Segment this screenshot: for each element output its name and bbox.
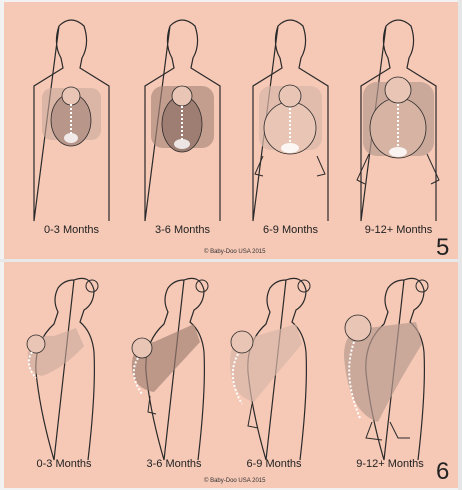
baby-legs	[255, 156, 325, 176]
baby-head	[132, 338, 152, 358]
mother-back-figure-9-12	[351, 16, 446, 221]
stage-label: 6-9 Months	[243, 224, 338, 236]
baby-pelvis	[64, 133, 78, 143]
baby-head	[172, 86, 192, 106]
baby-head	[385, 77, 411, 103]
stage-label: 3-6 Months	[124, 458, 224, 470]
mother-back-figure-6-9	[243, 16, 338, 221]
stage-label: 6-9 Months	[224, 458, 324, 470]
stage-label: 9-12+ Months	[351, 224, 446, 236]
copyright: © Baby-Doo USA 2015	[204, 249, 265, 255]
mother-side-figure-9-12	[338, 272, 442, 460]
mother-side-figure-0-3	[14, 272, 114, 460]
hair-bun	[86, 280, 98, 292]
hair-bun	[196, 280, 208, 292]
mother-back-figure-3-6	[135, 16, 230, 221]
baby-head	[345, 315, 371, 341]
baby-head	[279, 85, 301, 107]
step-number: 5	[436, 234, 449, 262]
copyright: © Baby-Doo USA 2015	[204, 478, 265, 484]
stage-label: 3-6 Months	[135, 224, 230, 236]
step-number: 6	[436, 458, 449, 486]
stage-label: 9-12+ Months	[338, 458, 442, 470]
baby-head	[231, 331, 253, 353]
scrollbar-track[interactable]	[458, 0, 462, 490]
baby-pelvis	[281, 143, 299, 153]
baby-pelvis	[389, 147, 407, 157]
baby-pelvis	[174, 139, 190, 149]
mother-side-figure-3-6	[124, 272, 224, 460]
mother-side-figure-6-9	[224, 272, 324, 460]
panel-side-carry: 0-3 Months 3-6 Months 6-9 Months	[4, 262, 458, 488]
baby-head	[62, 87, 80, 105]
stage-label: 0-3 Months	[14, 458, 114, 470]
mother-back-figure-0-3	[24, 16, 119, 221]
baby-head	[27, 335, 45, 353]
panel-back-carry: 0-3 Months 3-6 Months 6-9 Months	[4, 2, 458, 260]
hair-bun	[298, 280, 310, 292]
hair-bun	[416, 280, 428, 292]
stage-label: 0-3 Months	[24, 224, 119, 236]
